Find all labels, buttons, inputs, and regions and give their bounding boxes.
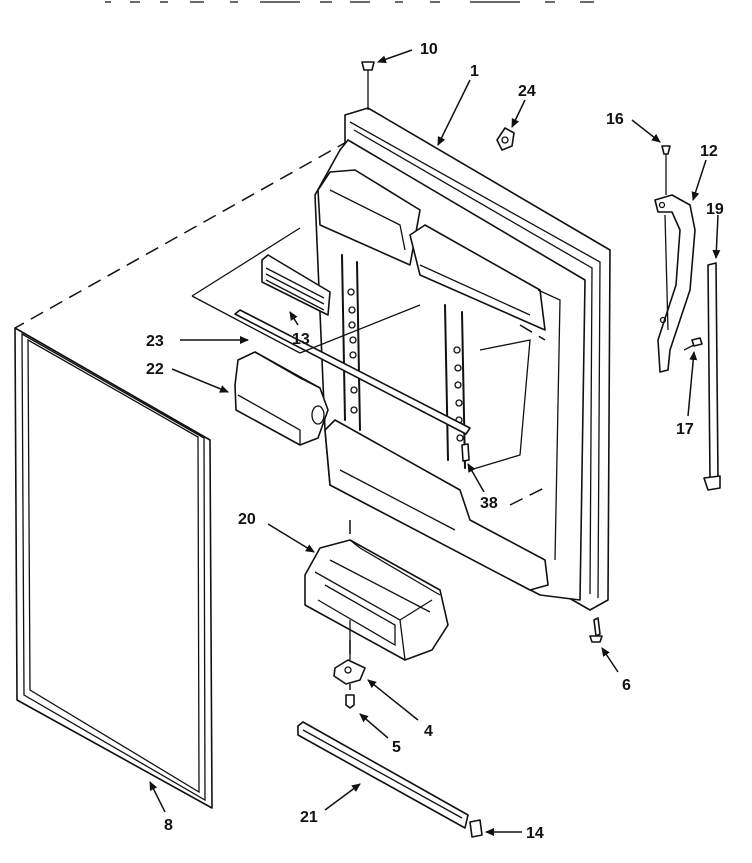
label-part-5: 5 bbox=[392, 739, 401, 756]
bottom-trim-part-21 bbox=[297, 721, 469, 829]
label-part-19: 19 bbox=[706, 201, 724, 218]
screw-part-5 bbox=[345, 694, 355, 709]
shelf-front-part-13 bbox=[261, 254, 331, 316]
label-part-4: 4 bbox=[424, 723, 433, 740]
dairy-door-part-22 bbox=[234, 351, 329, 446]
door-handle-part-12 bbox=[654, 145, 703, 373]
leader-lines bbox=[149, 49, 721, 836]
label-part-20: 20 bbox=[238, 511, 256, 528]
door-inner-liner-part-1 bbox=[314, 107, 611, 611]
label-part-14: 14 bbox=[526, 825, 544, 842]
end-cap-part-14 bbox=[469, 819, 483, 838]
label-part-10: 10 bbox=[420, 41, 438, 58]
label-part-1: 1 bbox=[470, 63, 479, 80]
screw-part-10 bbox=[361, 61, 375, 110]
label-part-17: 17 bbox=[676, 421, 694, 438]
screw-part-6 bbox=[589, 617, 603, 643]
label-part-23: 23 bbox=[146, 333, 164, 350]
clip-part-38 bbox=[461, 443, 470, 462]
label-part-24: 24 bbox=[518, 83, 536, 100]
shelf-bar-part-23 bbox=[191, 227, 471, 435]
label-part-38: 38 bbox=[480, 495, 498, 512]
label-part-8: 8 bbox=[164, 817, 173, 834]
part-labels: 10 1 24 16 12 19 17 13 23 22 38 20 4 5 6… bbox=[146, 41, 724, 842]
label-part-12: 12 bbox=[700, 143, 718, 160]
label-part-13: 13 bbox=[292, 331, 310, 348]
door-gasket-part-8 bbox=[14, 327, 213, 809]
cam-part-24 bbox=[496, 127, 515, 151]
label-part-16: 16 bbox=[606, 111, 624, 128]
label-part-21: 21 bbox=[300, 809, 318, 826]
label-part-22: 22 bbox=[146, 361, 164, 378]
label-part-6: 6 bbox=[622, 677, 631, 694]
door-bin-part-20 bbox=[304, 539, 449, 661]
trim-strip-part-19 bbox=[703, 262, 721, 491]
hinge-bracket-part-4 bbox=[333, 620, 366, 685]
